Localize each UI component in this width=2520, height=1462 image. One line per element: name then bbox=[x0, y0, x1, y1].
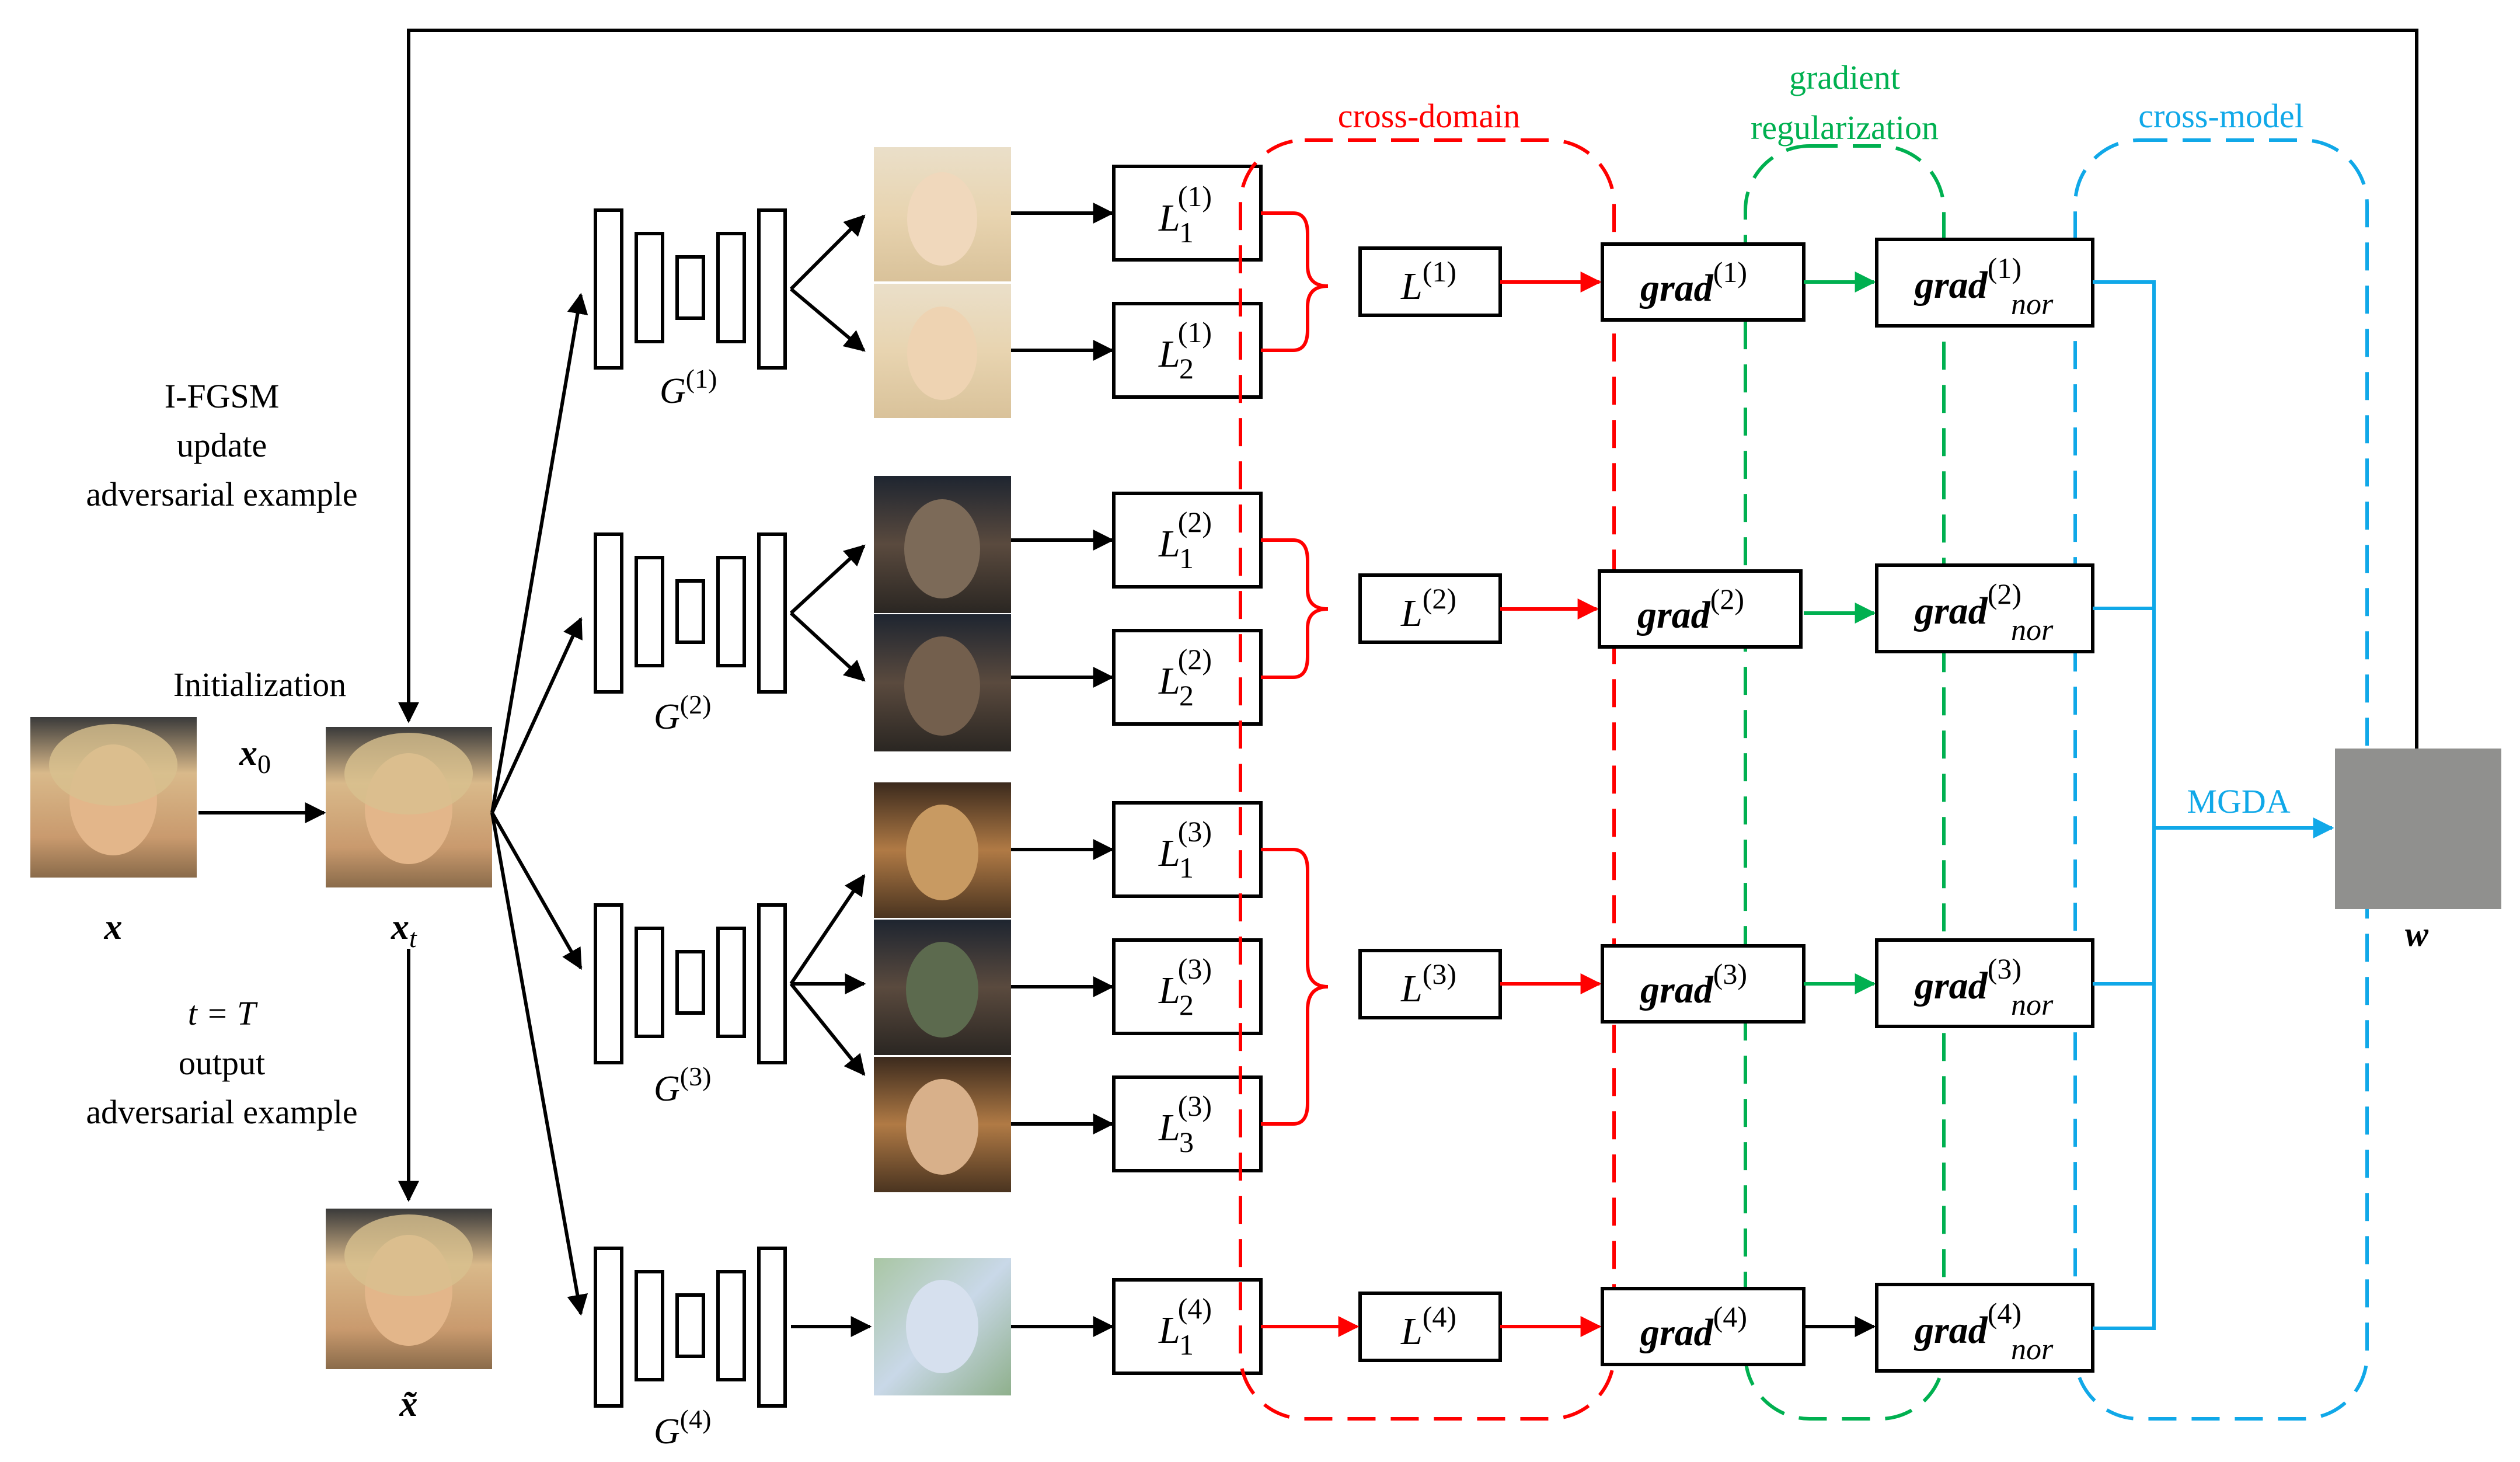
svg-text:L(1)1: L(1)1 bbox=[1158, 180, 1212, 249]
output-label: output bbox=[179, 1044, 265, 1082]
cross-model-region bbox=[2073, 138, 2369, 1421]
grad-box-3: grad(3) bbox=[1601, 944, 1806, 1024]
svg-text:L(2): L(2) bbox=[1400, 582, 1456, 635]
cross-domain-region bbox=[1239, 138, 1616, 1421]
gradient-regularization-region bbox=[1744, 144, 1946, 1421]
generated-image-2-2 bbox=[874, 614, 1011, 751]
generated-image-3-2 bbox=[874, 920, 1011, 1055]
feedback-loop-line bbox=[398, 29, 2418, 753]
update-label: update bbox=[177, 426, 267, 464]
grad-nor-box-1: grad(1)nor bbox=[1875, 238, 2094, 328]
svg-text:grad(2)nor: grad(2)nor bbox=[1913, 577, 2054, 647]
adversarial-example-label: adversarial example bbox=[86, 475, 357, 513]
loss-box-2-1: L(2)1 bbox=[1112, 492, 1263, 589]
generator-2 bbox=[594, 532, 787, 694]
generated-image-1-1 bbox=[874, 147, 1011, 281]
svg-text:L(2)2: L(2)2 bbox=[1158, 643, 1212, 712]
input-image-xt bbox=[326, 727, 492, 887]
svg-text:L(3)1: L(3)1 bbox=[1158, 815, 1212, 884]
generator-1 bbox=[594, 208, 787, 370]
svg-text:L(3)2: L(3)2 bbox=[1158, 952, 1212, 1021]
grad-nor-box-4: grad(4)nor bbox=[1875, 1283, 2094, 1373]
generated-image-4-1 bbox=[874, 1258, 1011, 1395]
generator-output-arrows bbox=[789, 214, 872, 1337]
loss-box-2-2: L(2)2 bbox=[1112, 629, 1263, 726]
generated-image-1-2 bbox=[874, 284, 1011, 418]
cross-model-label: cross-model bbox=[2138, 97, 2304, 135]
svg-text:grad(3): grad(3) bbox=[1639, 958, 1747, 1011]
generator-2-label: G(2) bbox=[654, 690, 711, 737]
w-noise-image bbox=[2335, 749, 2501, 909]
generated-image-3-1 bbox=[874, 782, 1011, 918]
t-equals-T-label: t = T bbox=[188, 994, 258, 1032]
image-to-loss-arrows bbox=[1011, 203, 1114, 1337]
generated-image-2-1 bbox=[874, 476, 1011, 613]
svg-text:L(4)1: L(4)1 bbox=[1158, 1292, 1212, 1361]
svg-text:grad(4): grad(4) bbox=[1639, 1300, 1747, 1354]
mgda-label: MGDA bbox=[2187, 782, 2290, 820]
loss-box-3-3: L(3)3 bbox=[1112, 1075, 1263, 1172]
total-loss-box-3: L(3) bbox=[1358, 949, 1502, 1019]
loss-box-1-1: L(1)1 bbox=[1112, 165, 1263, 262]
generator-3-label: G(3) bbox=[654, 1061, 711, 1109]
grad-box-1: grad(1) bbox=[1601, 242, 1806, 322]
svg-text:L(1)2: L(1)2 bbox=[1158, 316, 1212, 385]
loss-braces bbox=[1261, 211, 1329, 1126]
svg-text:L(2)1: L(2)1 bbox=[1158, 506, 1212, 575]
gradient-label-line1: gradient bbox=[1789, 58, 1900, 96]
grad-nor-box-2: grad(2)nor bbox=[1875, 563, 2094, 653]
svg-text:grad(4)nor: grad(4)nor bbox=[1913, 1297, 2054, 1366]
total-loss-box-4: L(4) bbox=[1358, 1292, 1502, 1362]
total-loss-box-2: L(2) bbox=[1358, 573, 1502, 644]
x-label: x bbox=[104, 907, 123, 947]
loss-box-3-1: L(3)1 bbox=[1112, 801, 1263, 898]
loss-box-1-2: L(1)2 bbox=[1112, 302, 1263, 399]
initialization-label: Initialization bbox=[173, 666, 346, 704]
loss-to-grad-arrows bbox=[1500, 271, 1602, 1337]
loss-box-3-2: L(3)2 bbox=[1112, 938, 1263, 1035]
svg-text:L(4): L(4) bbox=[1400, 1300, 1456, 1353]
svg-text:L(1): L(1) bbox=[1400, 255, 1456, 308]
generator-4-label: G(4) bbox=[654, 1404, 711, 1451]
mgda-merge-lines bbox=[2093, 280, 2334, 1330]
x-tilde-label: x̃ bbox=[399, 1384, 418, 1424]
svg-text:grad(1)nor: grad(1)nor bbox=[1913, 252, 2054, 321]
grad-box-4: grad(4) bbox=[1601, 1287, 1806, 1366]
gradient-label-line2: regularization bbox=[1751, 109, 1939, 147]
grad-nor-box-3: grad(3)nor bbox=[1875, 938, 2094, 1028]
loss-box-4-1: L(4)1 bbox=[1112, 1278, 1263, 1375]
svg-text:L(3)3: L(3)3 bbox=[1158, 1089, 1212, 1158]
x0-label: x0 bbox=[239, 733, 271, 779]
xt-label: xt bbox=[391, 907, 417, 953]
generator-4 bbox=[594, 1247, 787, 1408]
svg-text:L(3): L(3) bbox=[1400, 958, 1456, 1010]
total-loss-box-1: L(1) bbox=[1358, 246, 1502, 317]
grad-box-2: grad(2) bbox=[1598, 569, 1803, 649]
svg-text:grad(2): grad(2) bbox=[1636, 583, 1744, 636]
input-image-x bbox=[30, 717, 197, 878]
fanout-arrows bbox=[490, 293, 588, 1316]
w-label: w bbox=[2405, 915, 2429, 953]
grad-to-gradnor-arrows bbox=[1804, 271, 1876, 1337]
output-image-x-tilde bbox=[326, 1209, 492, 1369]
generator-1-label: G(1) bbox=[660, 364, 717, 411]
svg-text:grad(1): grad(1) bbox=[1639, 256, 1747, 309]
svg-text:grad(3)nor: grad(3)nor bbox=[1913, 952, 2054, 1022]
generator-3 bbox=[594, 903, 787, 1064]
ifgsm-label: I-FGSM bbox=[165, 377, 280, 415]
output-adversarial-example-label: adversarial example bbox=[86, 1093, 357, 1131]
generated-image-3-3 bbox=[874, 1057, 1011, 1192]
cross-domain-label: cross-domain bbox=[1338, 97, 1521, 135]
